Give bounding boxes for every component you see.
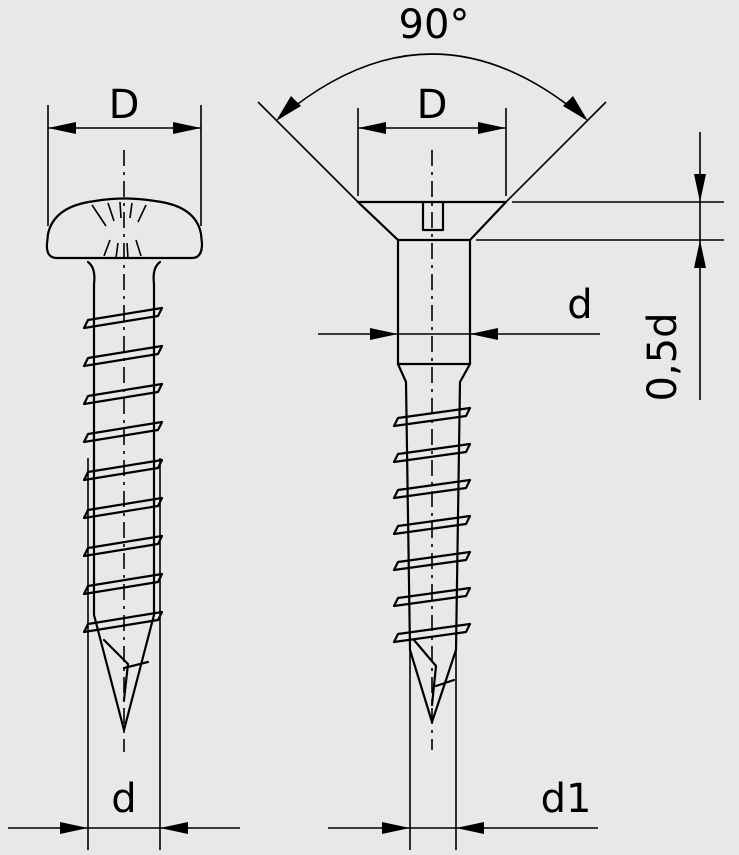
countersunk-thread-diameter-dimension: d1 [328, 640, 598, 850]
slot [421, 200, 445, 232]
countersunk-thread-crest [392, 586, 472, 608]
countersunk-diameter-dimension: D [357, 82, 507, 196]
shank-diameter-label: d [567, 282, 592, 328]
pan-diameter-label: D [109, 82, 140, 128]
countersunk-thread-crest [392, 478, 472, 500]
countersunk-diameter-label: D [417, 82, 448, 128]
head-offset-dimension: 0,5d [476, 132, 724, 402]
countersunk-thread-crest [392, 406, 472, 428]
pan-thread-crest [82, 572, 164, 596]
pan-thread-diameter-label: d [111, 776, 136, 822]
pan-thread-crest [82, 344, 164, 368]
angle-dimension: 90° [257, 2, 607, 203]
countersunk-thread-diameter-label: d1 [541, 776, 592, 822]
head-offset-label: 0,5d [640, 312, 686, 401]
pan-thread-crest [82, 610, 164, 634]
pan-head-outline [45, 197, 204, 260]
pan-diameter-dimension: D [47, 82, 202, 226]
shank-diameter-dimension: d [318, 282, 600, 340]
pan-tip-flute [102, 638, 150, 702]
pan-thread-crests [82, 306, 164, 634]
countersunk-screw: 90° D d 0,5d [257, 2, 724, 850]
pan-thread-diameter-dimension: d [8, 458, 240, 850]
angle-label: 90° [399, 2, 470, 48]
pan-head-recess-lines [91, 201, 147, 259]
countersunk-thread-crest [392, 622, 472, 644]
pan-neck [86, 260, 162, 302]
countersunk-thread-crest [392, 442, 472, 464]
pan-shank-right [122, 298, 156, 732]
pan-thread-crest [82, 382, 164, 406]
pan-thread-crest [82, 458, 164, 482]
countersunk-thread-crest [392, 550, 472, 572]
countersunk-thread-crests [392, 406, 472, 644]
countersunk-tip-flute [412, 638, 456, 707]
shank-body [396, 238, 472, 366]
pan-thread-crest [82, 496, 164, 520]
countersunk-thread-crest [392, 514, 472, 536]
pan-shank-left [92, 298, 126, 732]
pan-thread-crest [82, 534, 164, 558]
pan-thread-crest [82, 306, 164, 330]
countersunk-thread-right [430, 362, 472, 724]
pan-head-screw: D d [8, 82, 240, 850]
pan-thread-crest [82, 420, 164, 444]
countersunk-thread-left [396, 362, 434, 724]
